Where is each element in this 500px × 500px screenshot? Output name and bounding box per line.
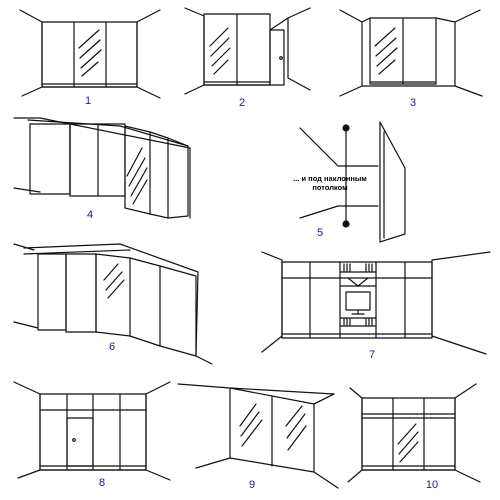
glass-reflection-icon (374, 27, 398, 75)
panel-5-number: 5 (317, 227, 323, 239)
panel-10: 10 (347, 383, 481, 491)
panel-3: 3 (339, 9, 483, 109)
caption-line-1: ... и под наклонным (293, 174, 367, 183)
panel-2-number: 2 (239, 97, 245, 109)
door (269, 29, 285, 86)
panel-4-number: 4 (87, 209, 93, 221)
panel-4: 4 (13, 117, 191, 221)
door-knob-icon (72, 438, 76, 442)
panel-8: 8 (13, 381, 171, 489)
panel-6-number: 6 (109, 341, 115, 353)
door (66, 417, 94, 467)
panel-3-number: 3 (410, 97, 416, 109)
caption-line-2: потолком (312, 183, 348, 192)
panel-1: 1 (19, 9, 161, 107)
door-knob-icon (279, 56, 283, 60)
panel-1-number: 1 (85, 95, 91, 107)
glass-reflection-icon (103, 263, 125, 299)
tv-icon (345, 291, 371, 311)
sloped-wardrobe-panel (379, 121, 406, 243)
dimension-point-icon (342, 220, 350, 228)
books-icon (343, 263, 373, 326)
tv-niche (339, 263, 377, 327)
glass-reflection-icon (126, 147, 148, 205)
panel-9-number: 9 (249, 479, 255, 491)
panel-7: 7 (261, 251, 491, 361)
glass-reflection-icon (209, 27, 231, 75)
panel-7-number: 7 (369, 349, 375, 361)
panel-6: 6 (13, 243, 213, 365)
dimension-point-icon (342, 124, 350, 132)
panel-10-number: 10 (426, 479, 438, 491)
panel-2: 2 (184, 7, 311, 109)
glass-reflection-icon (397, 423, 419, 463)
glass-reflection-icon (239, 403, 307, 451)
panel-5: ... и под наклонным потолком 5 (293, 121, 406, 243)
panel-8-number: 8 (99, 477, 105, 489)
glass-reflection-icon (78, 29, 102, 77)
panel-9: 9 (177, 383, 339, 491)
